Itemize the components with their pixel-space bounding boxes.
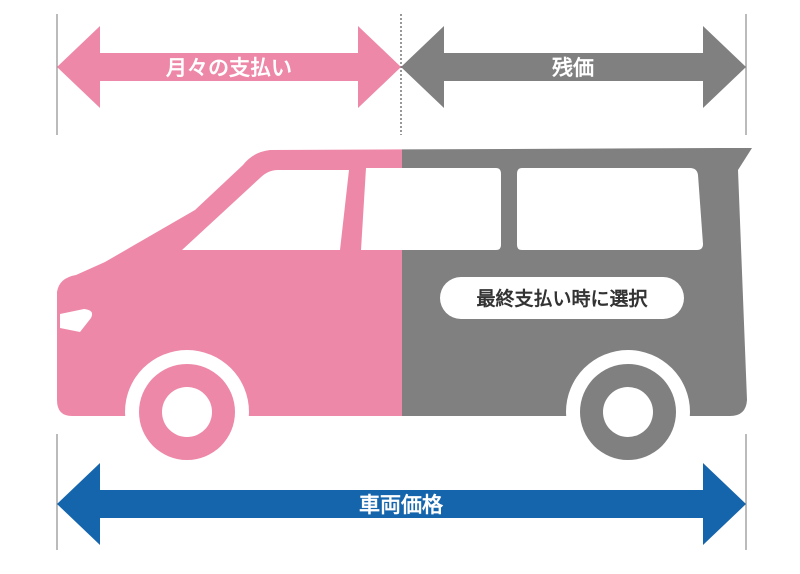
front-hub <box>162 387 212 437</box>
guide-lines <box>56 14 747 550</box>
residual-value-arrow-shape <box>401 26 746 108</box>
rear-wheel <box>566 350 690 474</box>
vehicle-price-arrow-shape <box>57 463 746 545</box>
rear-window <box>517 168 703 250</box>
final-payment-choice-badge: 最終支払い時に選択 <box>440 277 684 319</box>
vehicle-price-label: 車両価格 <box>359 493 444 517</box>
headlight <box>60 309 93 332</box>
residual-value-label: 残価 <box>552 56 594 80</box>
monthly-payment-arrow-shape <box>57 26 401 108</box>
monthly-payment-label: 月々の支払い <box>165 56 292 80</box>
residual-value-arrow: 残価 <box>401 26 746 108</box>
final-payment-choice-label: 最終支払い時に選択 <box>476 287 648 310</box>
monthly-payment-arrow: 月々の支払い <box>57 26 401 108</box>
rear-hub <box>603 387 653 437</box>
vehicle-price-arrow: 車両価格 <box>57 463 746 545</box>
middle-window <box>361 168 501 250</box>
final-payment-choice-pill <box>440 277 684 319</box>
windshield-window <box>182 170 349 250</box>
front-wheel <box>125 350 249 474</box>
car: 最終支払い時に選択 <box>57 148 752 474</box>
